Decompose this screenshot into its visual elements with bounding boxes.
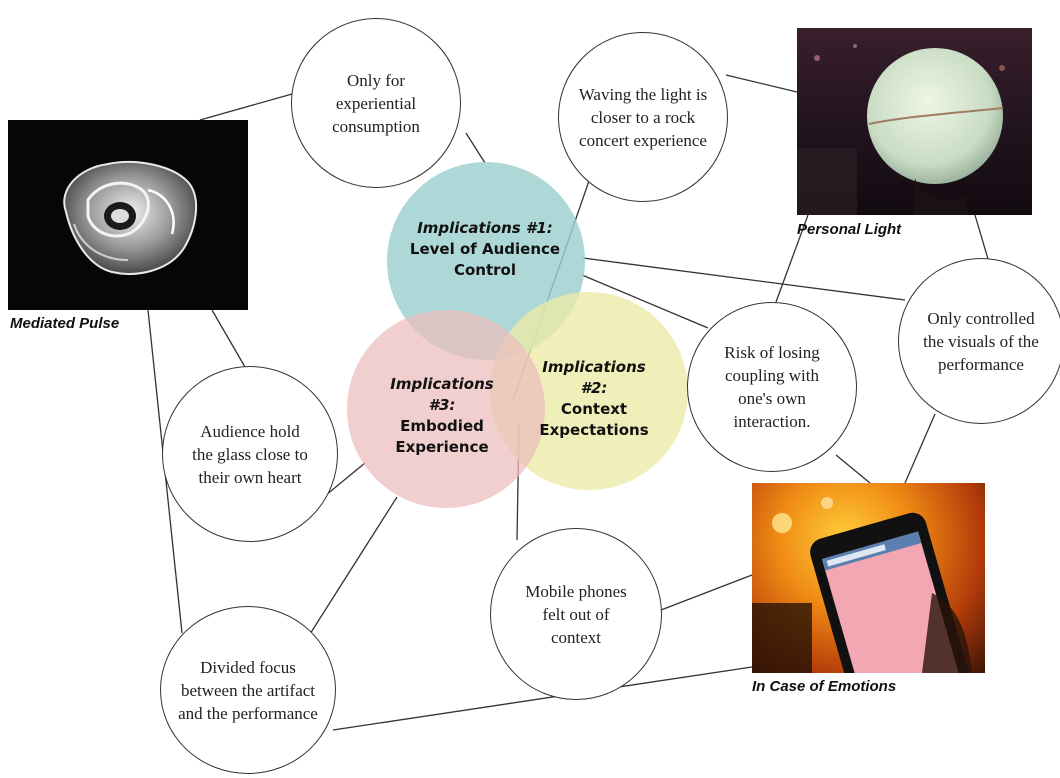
finding-divided-focus: Divided focus between the artifact and t… <box>160 606 336 774</box>
connector-line <box>332 666 753 731</box>
finding-text: Audience hold the glass close to their o… <box>192 421 308 487</box>
mediated-pulse-caption: Mediated Pulse <box>10 315 120 332</box>
mobile-phone-icon <box>752 497 972 673</box>
implication-label-2: Implications #2: Context Expectations <box>528 357 660 441</box>
personal-light-photo <box>797 28 1032 215</box>
in-case-of-emotions-photo <box>752 483 985 673</box>
finding-only-controlled: Only controlled the visuals of the perfo… <box>898 258 1060 424</box>
personal-light-caption: Personal Light <box>797 221 902 238</box>
connector-line <box>309 496 398 635</box>
implication-label-3: Implications #3: Embodied Experience <box>378 374 506 458</box>
implication-subtitle: Embodied Experience <box>395 417 489 456</box>
finding-only-experiential: Only for experiential consumption <box>291 18 461 188</box>
implication-title: Implications #3: <box>390 375 494 414</box>
connector-line <box>775 214 809 303</box>
finding-waving-light: Waving the light is closer to a rock con… <box>558 32 728 202</box>
finding-risk-coupling: Risk of losing coupling with one's own i… <box>687 302 857 472</box>
implication-label-1: Implications #1: Level of Audience Contr… <box>404 218 566 281</box>
connector-line <box>582 257 906 301</box>
connector-line <box>974 214 989 260</box>
implication-subtitle: Context Expectations <box>539 400 649 439</box>
finding-text: Risk of losing coupling with one's own i… <box>724 343 820 431</box>
connector-line <box>835 454 871 484</box>
finding-mobile-phones: Mobile phones felt out of context <box>490 528 662 700</box>
implication-subtitle: Level of Audience Control <box>409 240 561 279</box>
finding-text: Only controlled the visuals of the perfo… <box>923 308 1039 374</box>
connector-line <box>581 274 709 329</box>
connector-line <box>660 574 753 611</box>
light-sphere-icon <box>797 44 1005 215</box>
mediated-pulse-photo <box>8 120 248 310</box>
finding-text: Divided focus between the artifact and t… <box>178 657 318 723</box>
in-case-of-emotions-caption: In Case of Emotions <box>752 678 897 695</box>
connector-line <box>211 309 246 368</box>
connector-line <box>904 413 936 484</box>
venn-circle-embodied-experience <box>347 310 545 508</box>
connector-line <box>199 93 293 121</box>
glass-artifact-icon <box>63 161 198 275</box>
finding-audience-hold: Audience hold the glass close to their o… <box>162 366 338 542</box>
connector-line <box>725 74 798 93</box>
finding-text: Only for experiential consumption <box>332 70 420 136</box>
finding-text: Waving the light is closer to a rock con… <box>578 84 708 150</box>
implication-title: Implications #1: <box>417 219 553 237</box>
finding-text: Mobile phones felt out of context <box>525 581 627 647</box>
connector-line <box>465 132 486 164</box>
implication-title: Implications #2: <box>542 358 646 397</box>
